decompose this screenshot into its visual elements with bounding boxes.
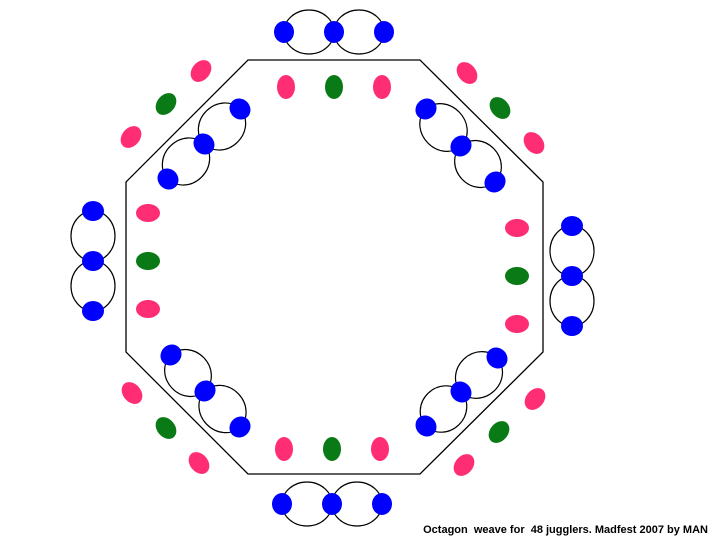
pink-juggler-21: [524, 388, 546, 410]
octagon-outline: [125, 59, 544, 475]
blue-juggler-1-0: [272, 493, 292, 515]
blue-juggler-7-0: [486, 347, 508, 369]
blue-juggler-3-0: [561, 216, 583, 236]
blue-juggler-3-1: [561, 266, 583, 286]
blue-juggler-0-2: [374, 21, 394, 43]
pink-juggler-0: [277, 75, 295, 99]
green-juggler-19: [155, 417, 177, 439]
pink-juggler-6: [136, 204, 160, 222]
green-juggler-16: [489, 97, 511, 119]
blue-juggler-1-2: [372, 493, 392, 515]
pink-juggler-11: [505, 315, 529, 333]
blue-juggler-5-2: [484, 171, 506, 193]
pink-juggler-8: [136, 300, 160, 318]
blue-juggler-7-2: [415, 415, 437, 437]
blue-juggler-6-0: [160, 344, 182, 366]
blue-juggler-4-2: [157, 168, 179, 190]
pink-juggler-9: [505, 219, 529, 237]
blue-juggler-7-1: [450, 381, 472, 403]
blue-juggler-2-0: [82, 201, 104, 221]
pink-juggler-20: [188, 452, 210, 474]
blue-juggler-6-1: [194, 380, 216, 402]
blue-juggler-0-0: [274, 21, 294, 43]
blue-juggler-1-1: [322, 493, 342, 515]
green-juggler-7: [136, 252, 160, 270]
pink-juggler-2: [373, 75, 391, 99]
pink-juggler-14: [120, 126, 142, 148]
pink-juggler-12: [190, 60, 212, 82]
green-juggler-13: [155, 93, 177, 115]
green-juggler-4: [323, 437, 341, 461]
blue-juggler-2-1: [82, 251, 104, 271]
pink-juggler-5: [371, 437, 389, 461]
green-juggler-10: [505, 267, 529, 285]
blue-juggler-5-0: [415, 98, 437, 120]
blue-juggler-4-0: [229, 98, 251, 120]
blue-juggler-3-2: [561, 316, 583, 336]
blue-juggler-5-1: [450, 135, 472, 157]
blue-juggler-4-1: [193, 133, 215, 155]
green-juggler-1: [325, 75, 343, 99]
blue-juggler-6-2: [229, 416, 251, 438]
caption: Octagon weave for 48 jugglers. Madfest 2…: [423, 524, 708, 536]
outer-juggler-dots: [120, 60, 546, 476]
blue-juggler-nodes: [82, 21, 583, 515]
pink-juggler-15: [456, 62, 478, 84]
green-juggler-22: [488, 421, 510, 443]
pink-juggler-3: [275, 437, 293, 461]
pink-juggler-17: [523, 132, 545, 154]
pink-juggler-23: [453, 454, 475, 476]
blue-juggler-2-2: [82, 301, 104, 321]
pink-juggler-18: [121, 382, 143, 404]
blue-juggler-0-1: [324, 21, 344, 43]
